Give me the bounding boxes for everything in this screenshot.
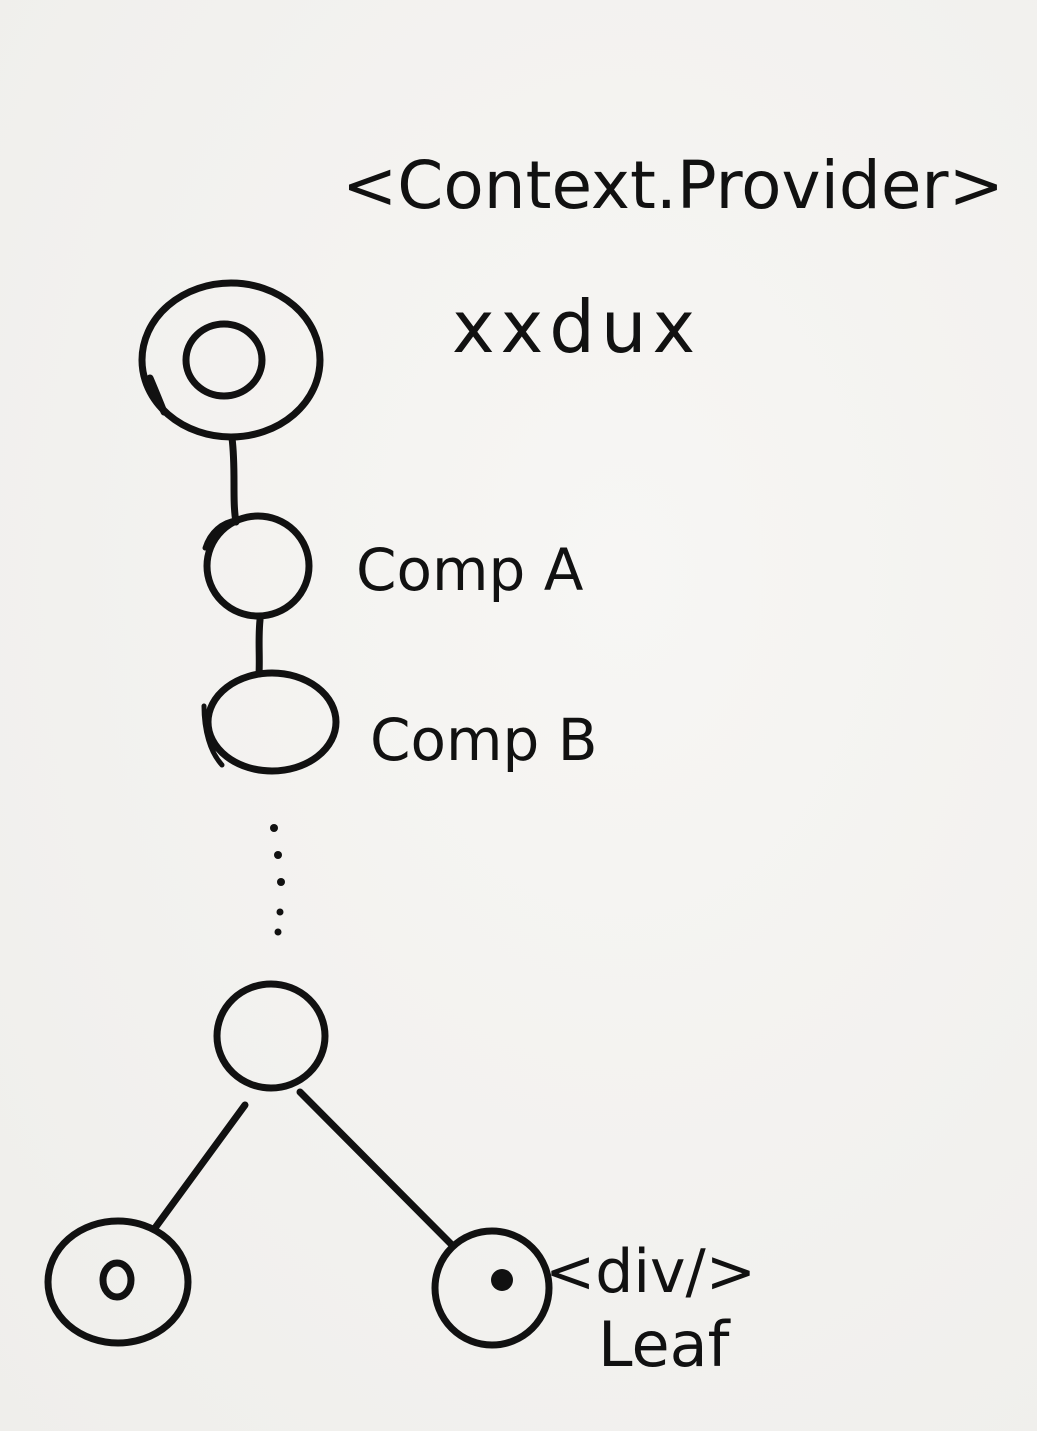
comp-b-node: [201, 669, 340, 775]
comp-b-stroke-mark: [201, 703, 225, 768]
comp-a-circle: [203, 512, 313, 620]
edge-bottom-node-to-right-leaf: [296, 1088, 456, 1249]
ellipsis-dot: [277, 878, 285, 886]
provider-outer-circle: [138, 279, 324, 441]
leaf-word-label: Leaf: [598, 1308, 732, 1381]
branch-node: [213, 980, 329, 1092]
edge-root-to-comp-a: [228, 434, 240, 526]
left-leaf-outer-circle: [44, 1217, 192, 1347]
ellipsis-dot: [274, 851, 282, 859]
ellipsis-dot: [270, 824, 278, 832]
comp-b-label: Comp B: [370, 706, 598, 774]
branch-node-circle: [213, 980, 329, 1092]
leaf-tag-label: <div/>: [545, 1237, 756, 1307]
provider-stroke-mark: [146, 374, 168, 416]
comp-b-circle: [204, 669, 340, 775]
provider-root-node: [138, 279, 324, 441]
left-leaf-node: [44, 1217, 192, 1347]
right-leaf-node: [431, 1227, 553, 1349]
comp-a-label: Comp A: [356, 536, 584, 604]
ellipsis-dot: [276, 908, 284, 916]
right-leaf-inner-dot: [491, 1269, 513, 1291]
right-leaf-outer-circle: [431, 1227, 553, 1349]
edge-comp-a-to-comp-b: [255, 616, 264, 678]
store-label: xxdux: [452, 285, 701, 369]
ellipsis-dots: [270, 824, 285, 936]
provider-label: <Context.Provider>: [342, 147, 1004, 224]
edge-bottom-node-to-left-leaf: [151, 1101, 249, 1232]
ellipsis-dot: [274, 928, 282, 936]
left-leaf-inner-circle: [99, 1259, 135, 1301]
comp-a-node: [202, 512, 313, 620]
provider-inner-circle: [182, 320, 266, 400]
comp-a-stroke-mark: [202, 517, 239, 551]
